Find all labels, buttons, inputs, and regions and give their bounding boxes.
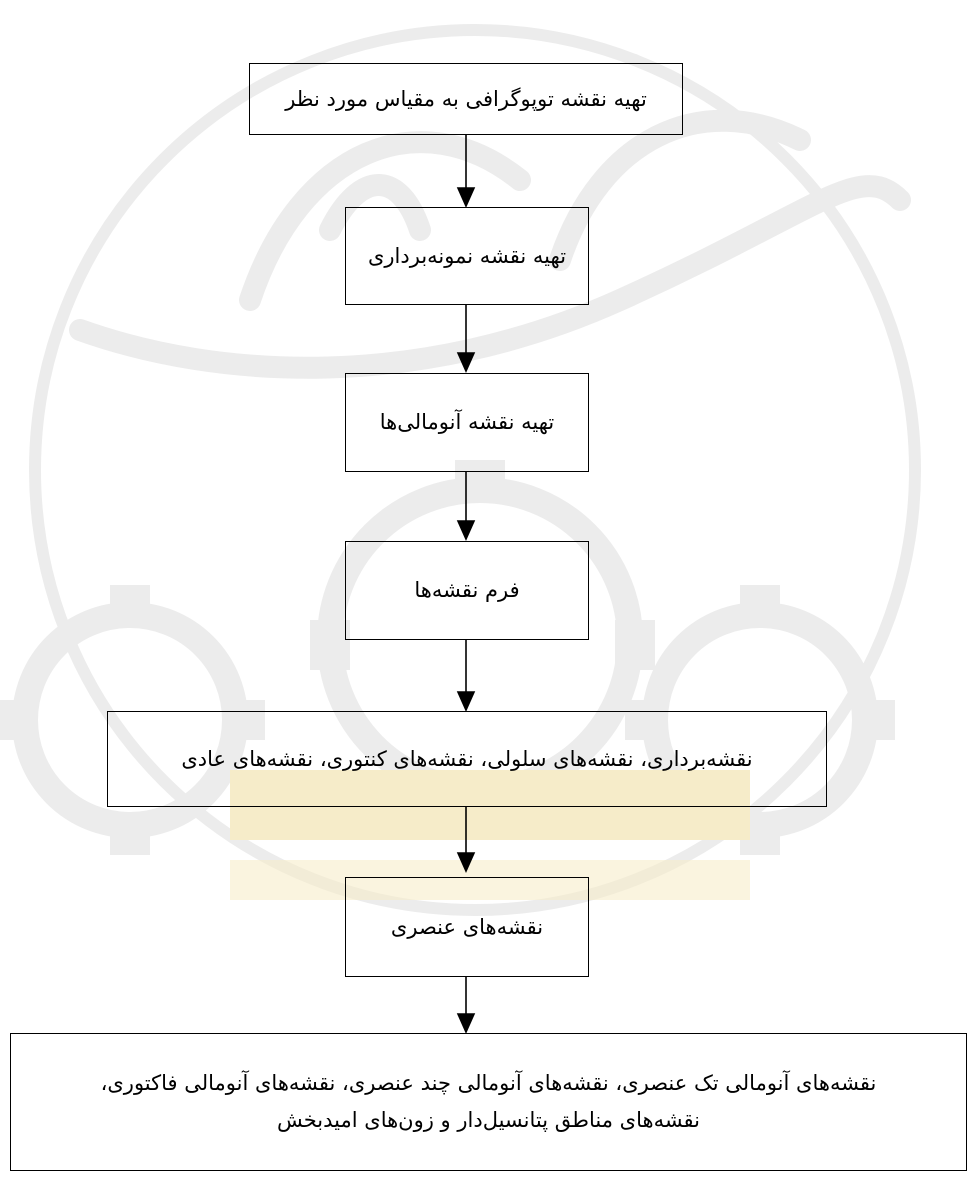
step-map-types: نقشه‌برداری، نقشه‌های سلولی، نقشه‌های کن… xyxy=(107,711,827,807)
step-final-line-1: نقشه‌های آنومالی تک عنصری، نقشه‌های آنوم… xyxy=(100,1071,877,1096)
step-anomaly-map-label: تهیه نقشه آنومالی‌ها xyxy=(379,410,555,435)
step-final-anomaly-maps: نقشه‌های آنومالی تک عنصری، نقشه‌های آنوم… xyxy=(10,1033,967,1171)
step-element-maps: نقشه‌های عنصری xyxy=(345,877,589,977)
step-topographic-map-label: تهیه نقشه توپوگرافی به مقیاس مورد نظر xyxy=(285,86,647,111)
step-map-forms-label: فرم نقشه‌ها xyxy=(414,578,520,603)
step-topographic-map: تهیه نقشه توپوگرافی به مقیاس مورد نظر xyxy=(249,63,683,135)
step-element-maps-label: نقشه‌های عنصری xyxy=(390,914,544,939)
step-sampling-map: تهیه نقشه نمونه‌برداری xyxy=(345,207,589,305)
step-map-forms: فرم نقشه‌ها xyxy=(345,541,589,640)
step-final-line-2: نقشه‌های مناطق پتانسیل‌دار و زون‌های امی… xyxy=(276,1108,701,1132)
step-sampling-map-label: تهیه نقشه نمونه‌برداری xyxy=(367,243,567,268)
step-anomaly-map: تهیه نقشه آنومالی‌ها xyxy=(345,373,589,472)
step-map-types-label: نقشه‌برداری، نقشه‌های سلولی، نقشه‌های کن… xyxy=(181,746,753,771)
